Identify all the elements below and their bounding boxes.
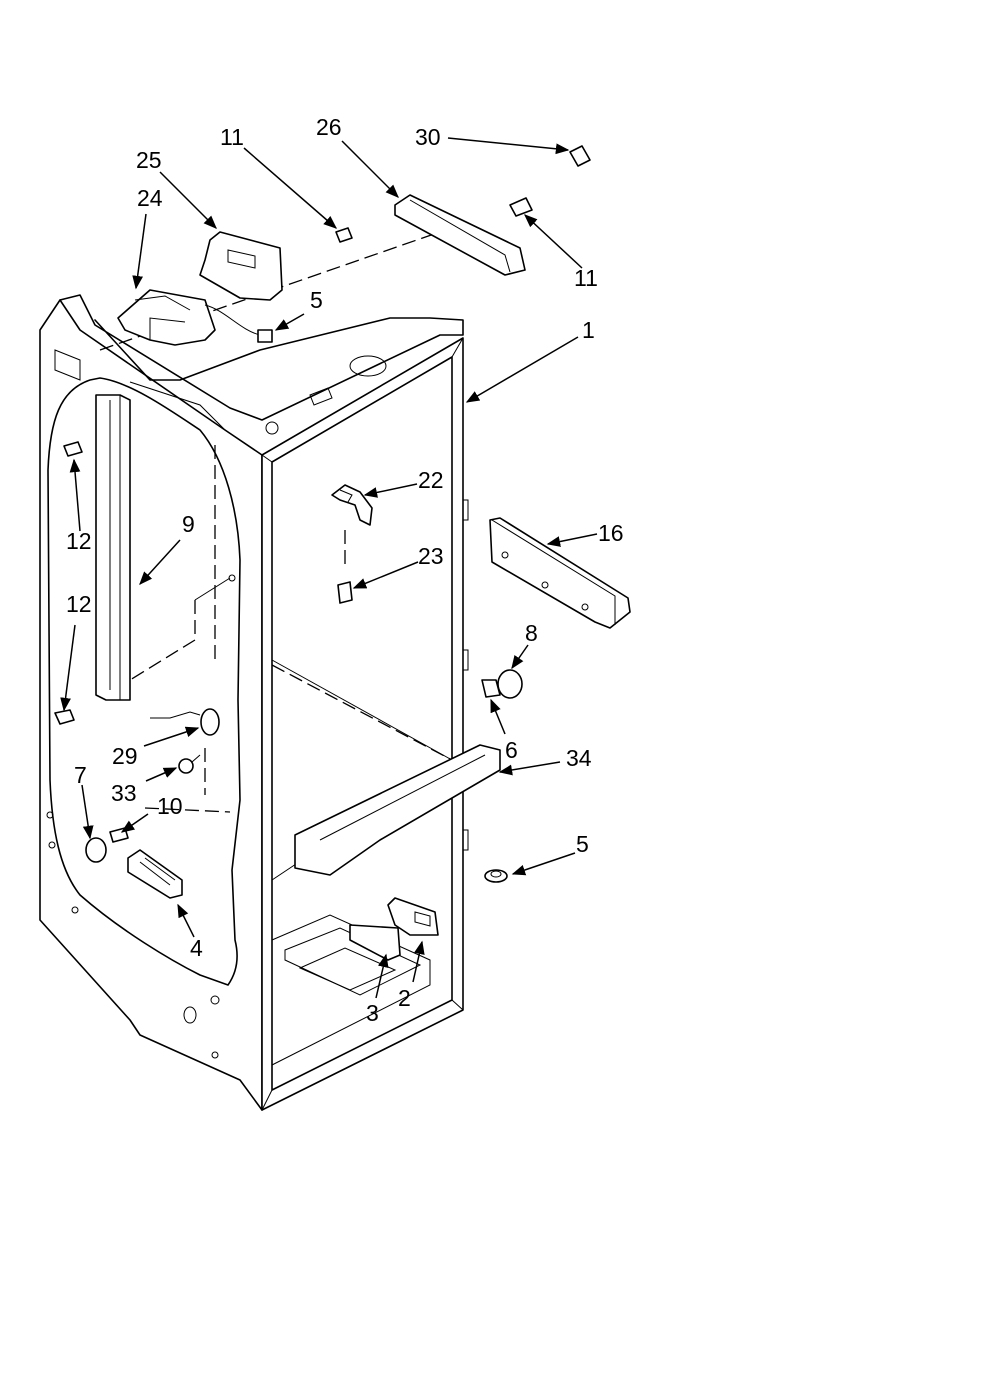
- callout-3: 3: [366, 1000, 379, 1026]
- part-2-bracket: [387, 897, 439, 936]
- callout-labels: 1 2 3 4 5 5 6 7 8 9 10 11 11 12 12 16 22…: [66, 114, 624, 1026]
- callout-11-left: 11: [220, 124, 244, 150]
- part-5-grommet: [484, 869, 508, 883]
- callout-5-bottom: 5: [576, 831, 589, 857]
- callout-1: 1: [582, 317, 595, 343]
- part-9-rail: [95, 394, 131, 701]
- callout-25: 25: [136, 147, 162, 173]
- callout-8: 8: [525, 620, 538, 646]
- clip-30: [569, 145, 591, 167]
- leader-lines: [60, 137, 598, 999]
- callout-5-top: 5: [310, 287, 323, 313]
- part-22-bracket: [331, 484, 373, 526]
- callout-6: 6: [505, 737, 518, 763]
- part-8-bushing: [497, 669, 523, 699]
- screw-12-lower: [54, 709, 75, 725]
- callout-34: 34: [566, 745, 592, 771]
- screw-11-right: [509, 197, 533, 217]
- screw-11-left: [335, 227, 353, 243]
- callout-7: 7: [74, 762, 87, 788]
- part-33-bulb: [178, 754, 201, 774]
- callout-30: 30: [415, 124, 441, 150]
- part-6-bolt: [481, 679, 501, 698]
- screw-23: [337, 581, 353, 604]
- callout-2: 2: [398, 985, 411, 1011]
- callout-33: 33: [111, 780, 137, 806]
- part-34-cover: [294, 744, 501, 876]
- callout-11-right: 11: [574, 265, 598, 291]
- callout-4: 4: [190, 935, 203, 961]
- part-4-light-shield: [127, 849, 183, 899]
- callout-10: 10: [157, 793, 183, 819]
- callout-26: 26: [316, 114, 342, 140]
- callout-22: 22: [418, 467, 444, 493]
- screw-12-upper: [63, 441, 83, 457]
- callout-24: 24: [137, 185, 163, 211]
- part-3-bracket: [349, 924, 401, 961]
- part-7-bushing: [85, 837, 107, 863]
- callout-23: 23: [418, 543, 444, 569]
- callout-16: 16: [598, 520, 624, 546]
- part-24-control-housing: [117, 289, 273, 346]
- callout-9: 9: [182, 511, 195, 537]
- part-16-channel: [489, 517, 631, 629]
- callout-12-lower: 12: [66, 591, 92, 617]
- part-25-bracket: [199, 231, 283, 301]
- part-26-channel: [394, 194, 526, 276]
- callout-12-upper: 12: [66, 528, 92, 554]
- part-29-socket: [150, 708, 220, 736]
- callout-29: 29: [112, 743, 138, 769]
